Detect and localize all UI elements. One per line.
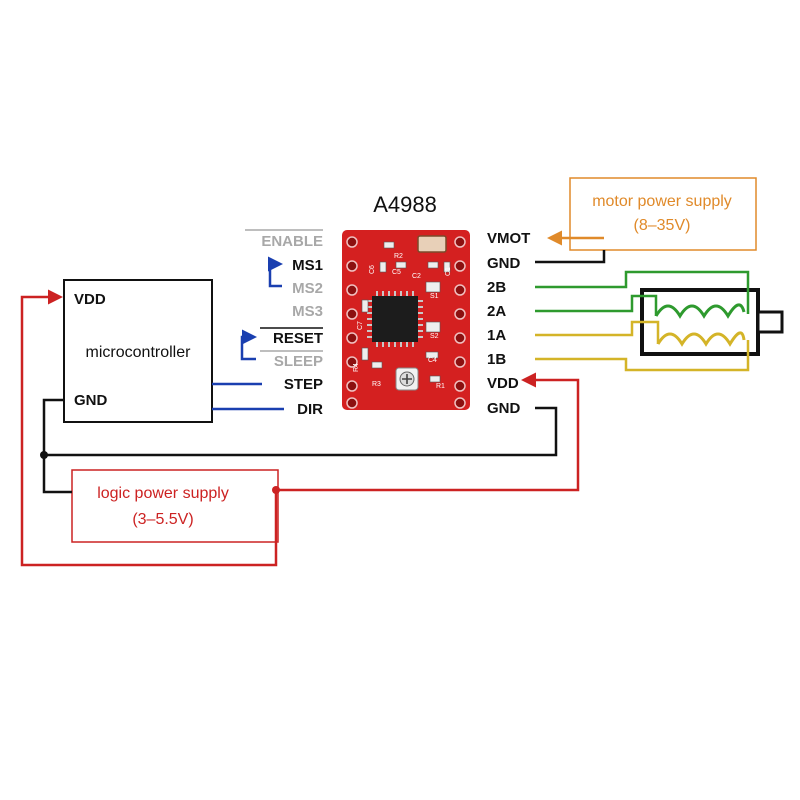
silk-r1: R1: [436, 383, 445, 390]
pin-2a: 2A: [487, 303, 506, 320]
reset-sleep-jumper: [240, 329, 257, 361]
logic-gnd-to-board: [44, 406, 558, 457]
electrolytic-capacitor: [417, 235, 447, 253]
silk-c7: C7: [357, 321, 364, 330]
step-dir-wires: [212, 382, 284, 411]
motor-gnd-wire: [535, 250, 606, 264]
silk-s2: S2: [430, 333, 439, 340]
board-title: A4988: [373, 192, 437, 217]
right-header-holes: [454, 236, 466, 409]
pin-1b: 1B: [487, 351, 506, 368]
coil-b-wires: [535, 320, 750, 372]
microcontroller-outline: [63, 279, 213, 423]
silk-c1: C1: [445, 267, 452, 276]
silk-c4: C4: [428, 357, 437, 364]
left-header-holes: [346, 236, 358, 409]
wire-2b: [535, 270, 750, 314]
pin-ms2: MS2: [292, 280, 323, 297]
silk-r2: R2: [394, 253, 403, 260]
smd-components: [361, 241, 451, 383]
pin-gnd-motor: GND: [487, 255, 521, 272]
logic-supply-voltage: (3–5.5V): [132, 511, 193, 528]
ms1-ms2-jumper: [268, 256, 283, 288]
a4988-board: R2 C5 C6 C2 C1 S1 S2 C7 C4 R4 R3 R1: [342, 230, 470, 410]
pin-2b: 2B: [487, 279, 506, 296]
wire-1b: [535, 340, 750, 372]
silk-s1: S1: [430, 293, 439, 300]
pin-gnd-logic: GND: [487, 400, 521, 417]
silk-c6: C6: [369, 265, 376, 274]
mcu-gnd-wire: [42, 398, 72, 494]
gnd-junction: [40, 451, 48, 459]
ic-chip-pins: [367, 291, 423, 347]
coil-a-wires: [535, 270, 750, 316]
pin-vmot: VMOT: [487, 230, 530, 247]
vdd-junction: [272, 486, 280, 494]
mcu-gnd-label: GND: [74, 392, 108, 409]
coil-green: [654, 303, 746, 319]
logic-power-wires: [20, 289, 580, 567]
wire-2a: [535, 294, 658, 316]
vdd-wire-to-board: [276, 372, 580, 492]
pin-vdd: VDD: [487, 375, 519, 392]
right-pin-labels: VMOT GND 2B 2A 1A 1B VDD GND: [487, 230, 530, 417]
pin-1a: 1A: [487, 327, 506, 344]
coil-yellow: [656, 331, 746, 347]
mcu-vdd-label: VDD: [74, 291, 106, 308]
silk-c5: C5: [392, 269, 401, 276]
motor-supply-voltage: (8–35V): [634, 217, 691, 234]
pin-reset: RESET: [273, 330, 323, 347]
silkscreen-labels: R2 C5 C6 C2 C1 S1 S2 C7 C4 R4 R3 R1: [353, 253, 452, 390]
pin-ms1: MS1: [292, 257, 323, 274]
jumper-wires: [240, 256, 283, 361]
motor-supply-label: motor power supply: [592, 193, 732, 210]
vdd-wire-to-mcu: [20, 289, 278, 567]
motor-shaft: [756, 310, 784, 334]
pin-enable: ENABLE: [261, 233, 323, 250]
microcontroller-box: VDD microcontroller GND: [63, 279, 213, 423]
pin-step: STEP: [284, 376, 323, 393]
wire-1a: [535, 320, 660, 344]
pin-ms3: MS3: [292, 303, 323, 320]
silk-r4: R4: [353, 363, 360, 372]
left-pin-labels: ENABLE MS1 MS2 MS3 RESET SLEEP STEP DIR: [245, 229, 323, 418]
ground-wires: [42, 398, 558, 494]
silk-c2: C2: [412, 273, 421, 280]
ic-chip: [372, 296, 418, 342]
mcu-name: microcontroller: [86, 344, 192, 361]
logic-supply-outline: [71, 469, 279, 543]
stepper-motor: [640, 288, 784, 356]
pin-sleep: SLEEP: [274, 353, 323, 370]
silk-r3: R3: [372, 381, 381, 388]
logic-power-supply: logic power supply (3–5.5V): [71, 469, 279, 543]
pin-dir: DIR: [297, 401, 323, 418]
logic-supply-label: logic power supply: [97, 485, 229, 502]
